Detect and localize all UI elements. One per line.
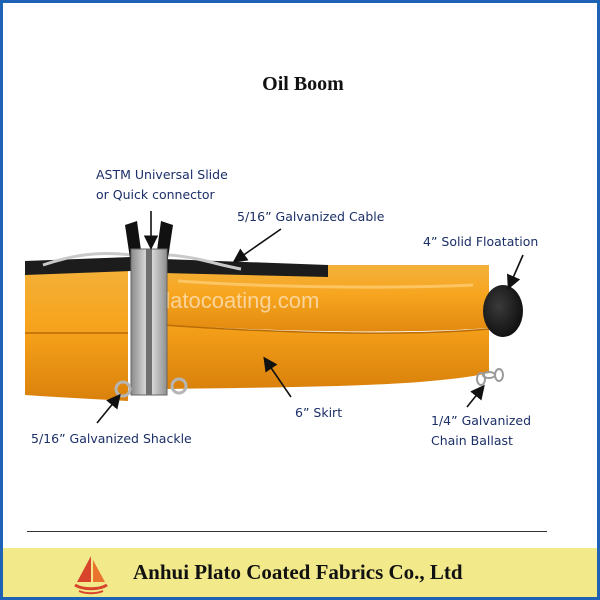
company-footer: Anhui Plato Coated Fabrics Co., Ltd [3, 548, 597, 597]
skirt-seam [162, 324, 490, 334]
label-cable: 5/16” Galvanized Cable [237, 209, 385, 224]
oil-boom-diagram: platocoating.com ASTM Universal Slide [25, 167, 538, 448]
page-title: Oil Boom [262, 73, 344, 95]
label-ballast-line1: 1/4” Galvanized [431, 413, 531, 428]
label-connector-line1: ASTM Universal Slide [96, 167, 228, 182]
galvanized-cable [42, 252, 132, 267]
label-skirt: 6” Skirt [295, 405, 342, 420]
boom-skirt [163, 325, 489, 389]
label-shackle: 5/16” Galvanized Shackle [31, 431, 192, 446]
boom-skirt-left [25, 333, 128, 401]
arrow-floatation [507, 254, 524, 290]
arrow-shackle [96, 393, 121, 424]
label-ballast-line2: Chain Ballast [431, 433, 513, 448]
boom-top-sleeve-right [163, 259, 328, 277]
boom-highlight [177, 279, 474, 289]
sail-boat-logo-icon [74, 556, 108, 595]
astm-connector-slot [146, 249, 152, 395]
arrow-ballast [466, 384, 485, 408]
boom-float-chamber-right [163, 265, 489, 332]
label-floatation: 4” Solid Floatation [423, 234, 538, 249]
label-connector-line2: or Quick connector [96, 187, 216, 202]
watermark-text: platocoating.com [153, 288, 319, 313]
solid-floatation-tube [483, 285, 523, 337]
galvanized-cable-right [168, 253, 242, 271]
arrow-skirt [263, 356, 292, 398]
galvanized-shackle-right [170, 377, 188, 395]
arrow-cable [232, 228, 282, 263]
company-name: Anhui Plato Coated Fabrics Co., Ltd [133, 560, 463, 584]
galvanized-shackle-left [114, 380, 132, 398]
footer-divider [27, 531, 547, 532]
